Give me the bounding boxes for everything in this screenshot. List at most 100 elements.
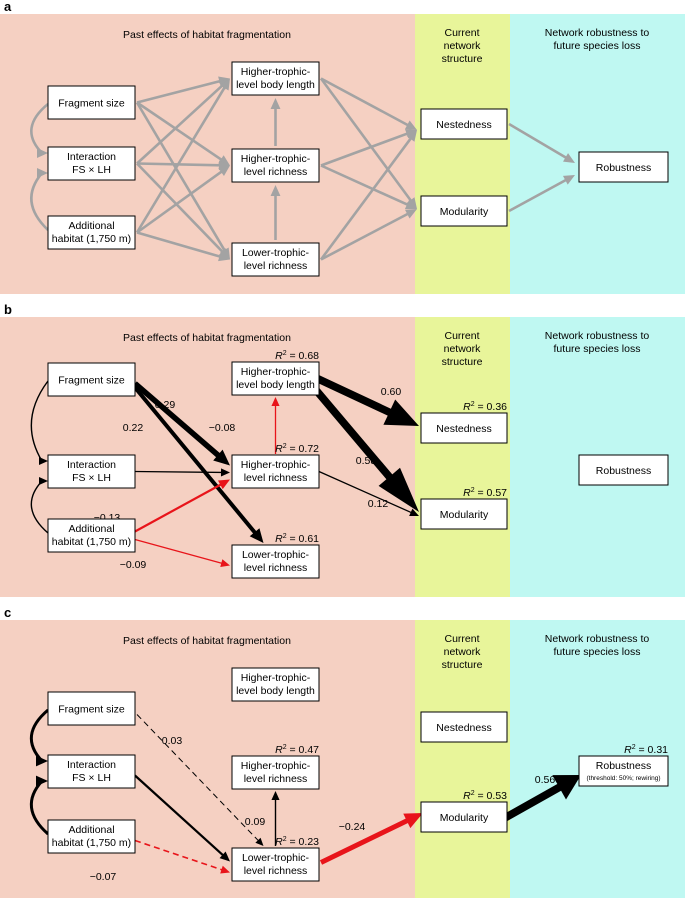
node-label: Higher-trophic-	[241, 760, 311, 772]
path-add-lr	[136, 231, 230, 262]
node-label: Additional	[68, 523, 114, 535]
node-label: Modularity	[440, 206, 489, 218]
node-label: Higher-trophic-	[241, 366, 311, 378]
path-bl-mod	[310, 384, 419, 512]
node-label: level richness	[244, 260, 308, 272]
node-mod: Modularity	[420, 498, 508, 530]
node-label: Additional	[68, 220, 114, 232]
section-title-robustness: future species loss	[554, 343, 641, 355]
node-label: Modularity	[440, 812, 489, 824]
path-coefficient: −0.24	[339, 821, 366, 833]
path-coefficient: 0.58	[356, 455, 377, 467]
path-fs-int	[30, 380, 49, 466]
node-bl: Higher-trophic-level body length	[231, 667, 320, 702]
node-nest: Nestedness	[420, 108, 508, 140]
path-hr-bl	[271, 397, 280, 454]
path-mod-rob	[501, 775, 581, 823]
node-label: Robustness	[596, 465, 651, 477]
paths	[29, 708, 581, 874]
section-title-current: network	[444, 40, 482, 52]
path-fs-lr	[136, 714, 264, 846]
panel-letter: a	[4, 0, 12, 14]
path-coefficient: 0.60	[381, 386, 402, 398]
path-hr-mod	[318, 470, 419, 517]
path-int-lr	[134, 774, 230, 862]
panel-letter: c	[4, 605, 11, 620]
r2-mod: R2 = 0.57	[463, 487, 507, 499]
path-fs-int	[29, 708, 49, 767]
path-add-hr	[134, 479, 230, 533]
node-label: level body length	[236, 379, 315, 391]
path-add-int	[30, 168, 49, 231]
node-label: Interaction	[67, 151, 116, 163]
path-lr-hr	[270, 185, 281, 240]
path-add-lr	[134, 839, 230, 874]
node-nest: Nestedness	[420, 711, 508, 743]
r2-nest: R2 = 0.36	[463, 401, 507, 413]
node-label: Robustness	[596, 760, 651, 772]
node-fs: Fragment size	[47, 362, 136, 397]
path-add-hr	[136, 165, 230, 234]
r2-bl: R2 = 0.68	[275, 350, 319, 362]
node-label: level richness	[244, 166, 308, 178]
path-hr-bl	[270, 98, 281, 146]
node-label: Additional	[68, 824, 114, 836]
node-mod: Modularity	[420, 195, 508, 227]
node-label: Interaction	[67, 759, 116, 771]
path-coefficient: 0.03	[162, 735, 183, 747]
path-fs-hr	[133, 381, 230, 466]
path-mod-rob	[508, 175, 575, 213]
section-title-current: network	[444, 646, 482, 658]
node-label: Higher-trophic-	[241, 153, 311, 165]
section-title-past: Past effects of habitat fragmentation	[123, 29, 291, 41]
node-label: Lower-trophic-	[242, 247, 310, 259]
path-add-int	[29, 775, 49, 836]
node-bl: Higher-trophic-level body length	[231, 361, 320, 396]
node-label: habitat (1,750 m)	[52, 536, 131, 548]
node-label: level richness	[244, 472, 308, 484]
node-label: Fragment size	[58, 375, 125, 387]
section-title-current: structure	[442, 659, 483, 671]
path-add-lr	[134, 538, 230, 568]
paths	[30, 373, 419, 568]
node-bl: Higher-trophic-level body length	[231, 61, 320, 96]
paths	[30, 76, 575, 262]
path-fs-int	[30, 102, 49, 158]
path-add-bl	[135, 78, 230, 234]
section-title-robustness: Network robustness to	[545, 27, 650, 39]
section-title-current: Current	[444, 27, 479, 39]
node-label: Modularity	[440, 509, 489, 521]
path-bl-nest	[320, 77, 417, 130]
node-label: level body length	[236, 685, 315, 697]
current-structure-band	[415, 317, 510, 597]
node-mod: Modularity	[420, 801, 508, 833]
section-title-current: structure	[442, 356, 483, 368]
path-bl-nest	[311, 373, 419, 426]
node-label: level body length	[236, 79, 315, 91]
current-structure-band	[415, 620, 510, 898]
node-lr: Lower-trophic-level richness	[231, 544, 320, 579]
path-coefficient: 0.12	[368, 498, 389, 510]
path-coefficient: −0.08	[209, 422, 236, 434]
section-title-robustness: future species loss	[554, 40, 641, 52]
path-coefficient: 0.22	[123, 422, 144, 434]
path-coefficient: −0.07	[90, 871, 117, 883]
r2-rob: R2 = 0.31	[624, 744, 668, 756]
node-rob: Robustness(threshold: 50%; rewiring)	[578, 755, 669, 787]
path-hr-mod	[320, 164, 417, 209]
node-label: Fragment size	[58, 98, 125, 110]
path-add-int	[30, 476, 49, 534]
node-label: Fragment size	[58, 704, 125, 716]
node-label: Robustness	[596, 162, 651, 174]
node-label: Lower-trophic-	[242, 549, 310, 561]
node-label: Higher-trophic-	[241, 672, 311, 684]
path-lr-mod	[319, 813, 423, 865]
